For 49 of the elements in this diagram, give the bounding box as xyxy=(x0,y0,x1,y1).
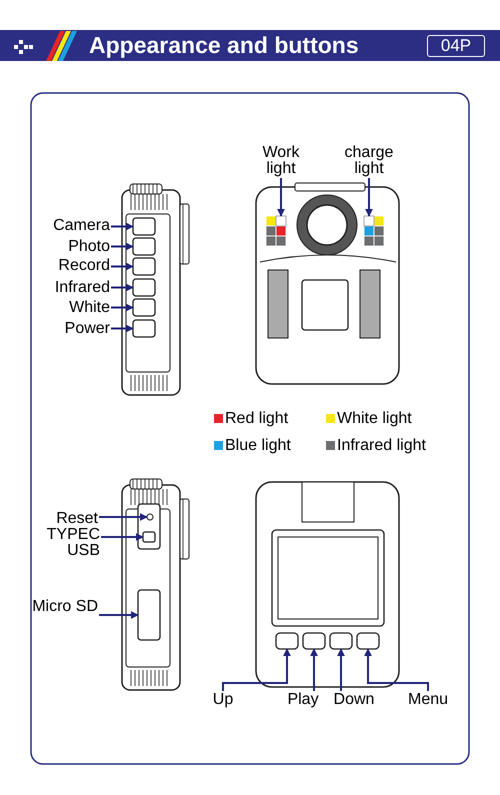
leader-line xyxy=(111,222,134,230)
side-button xyxy=(132,278,156,297)
leader-line xyxy=(111,304,134,312)
leader-line xyxy=(364,648,429,691)
page-number: 04P xyxy=(427,35,485,57)
leader-line xyxy=(111,324,134,332)
leader-line xyxy=(99,611,139,619)
page-title: Appearance and buttons xyxy=(89,32,359,58)
part-label: Down xyxy=(329,692,379,708)
side-button xyxy=(132,298,156,317)
charge-light xyxy=(364,216,374,226)
side-button xyxy=(132,217,156,236)
leader-line xyxy=(222,648,291,691)
legend-label: Infrared light xyxy=(337,437,426,454)
leader-line xyxy=(337,648,345,691)
part-label: Camera xyxy=(40,218,110,234)
part-label: Reset xyxy=(30,511,98,527)
part-label: Micro SD xyxy=(30,599,98,615)
leader-line xyxy=(365,178,373,217)
legend-label: Red light xyxy=(225,410,288,427)
part-label: Photo xyxy=(40,239,110,255)
leader-line xyxy=(99,513,148,521)
back-button xyxy=(275,632,299,650)
work-light xyxy=(276,216,286,226)
back-button xyxy=(356,632,380,650)
part-label: Menu xyxy=(400,692,456,708)
part-label: charge light xyxy=(336,145,402,177)
side-button xyxy=(132,319,156,338)
back-button xyxy=(302,632,326,650)
leader-line xyxy=(310,648,318,691)
part-label: Work light xyxy=(253,145,309,177)
usb-port xyxy=(142,531,156,543)
card-slot-cover xyxy=(137,589,161,641)
leader-line xyxy=(111,284,134,292)
back-button xyxy=(329,632,353,650)
part-label: Up xyxy=(205,692,241,708)
part-label: Play xyxy=(284,692,322,708)
side-button xyxy=(132,257,156,276)
part-label: White xyxy=(40,300,110,316)
leader-line xyxy=(111,262,134,270)
side-button xyxy=(132,237,156,256)
legend-label: White light xyxy=(337,410,412,427)
part-label: Record xyxy=(40,258,110,274)
leader-line xyxy=(101,533,144,541)
part-label: Infrared xyxy=(40,280,110,296)
part-label: TYPEC USB xyxy=(30,527,100,559)
part-label: Power xyxy=(40,321,110,337)
leader-line xyxy=(111,242,134,250)
legend-label: Blue light xyxy=(225,437,291,454)
